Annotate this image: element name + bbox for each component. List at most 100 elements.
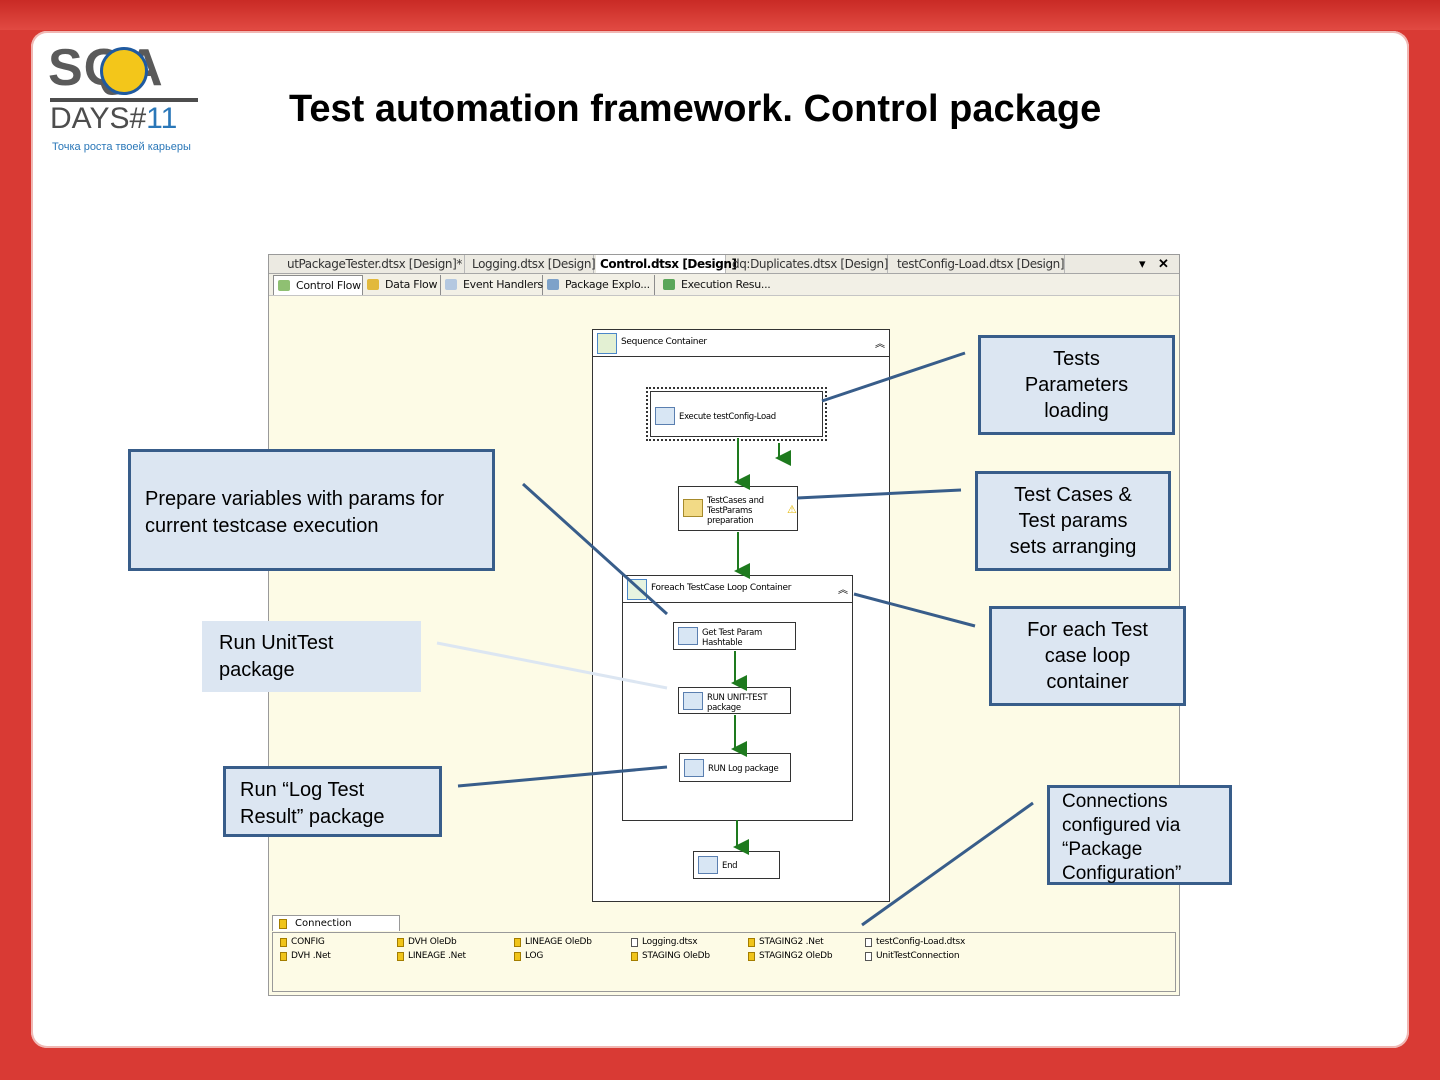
callout-for-each: For each Test case loop container [989,606,1186,706]
callout-run-log: Run “Log Test Result” package [223,766,442,837]
tab-event-handlers-label: Event Handlers [463,278,543,291]
callout-line: container [1046,671,1129,693]
connector-tests-params [821,351,966,403]
connection-dvh-net[interactable]: DVH .Net [279,951,331,961]
callout-test-cases-text: Test Cases & Test params sets arranging [1010,482,1137,560]
callout-line: Configuration” [1062,863,1182,884]
connection-staging2-net[interactable]: STAGING2 .Net [747,937,824,947]
tab-data-flow[interactable]: Data Flow [363,275,441,295]
sequence-container-icon [597,333,617,354]
tab-logging[interactable]: Logging.dtsx [Design] [468,255,596,273]
tab-testconfig-load[interactable]: testConfig-Load.dtsx [Design] [893,255,1065,273]
close-icon[interactable]: ✕ [1158,256,1169,271]
callout-line: package [219,659,295,681]
callout-run-unittest: Run UnitTest package [202,621,421,692]
connection-staging2-oledb[interactable]: STAGING2 OleDb [747,951,833,961]
tab-execution-results-label: Execution Resu... [681,278,771,291]
foreach-loop-container-header: Foreach TestCase Loop Container ︽ [623,576,852,603]
sequence-container-label: Sequence Container [621,337,707,347]
tab-package-explorer-label: Package Explo... [565,278,650,291]
callout-line: “Package [1062,839,1143,860]
control-flow-icon [278,280,290,291]
connector-connections [861,801,1034,927]
execute-package-icon [683,692,703,710]
tab-utpackagetester[interactable]: utPackageTester.dtsx [Design]* [283,255,465,273]
document-tab-strip: utPackageTester.dtsx [Design]* Logging.d… [269,255,1179,274]
callout-line: Run “Log Test [240,779,365,801]
task-run-log-label: RUN Log package [708,764,779,774]
callout-line: For each Test [1027,619,1148,641]
logo-number: 11 [146,102,178,135]
connector-test-cases [796,488,962,500]
task-testcases-preparation[interactable]: TestCases and TestParams preparation ⚠ [678,486,798,531]
connector-prepare-vars [521,482,669,616]
execute-package-icon [655,407,675,425]
task-end-label: End [722,861,738,871]
callout-line: Result” package [240,806,385,828]
callout-line: Tests [1053,348,1100,370]
logo-days: DAYS#11 [50,102,177,136]
tab-event-handlers[interactable]: Event Handlers [441,275,543,295]
connector-run-unittest [436,641,668,690]
callout-line: loading [1044,400,1109,422]
callout-for-each-text: For each Test case loop container [1027,617,1148,695]
package-explorer-icon [547,279,559,290]
callout-line: configured via [1062,815,1181,836]
task-testcases-preparation-label: TestCases and TestParams preparation [707,496,764,526]
sequence-container-header: Sequence Container ︽ [593,330,889,357]
script-task-icon [698,856,718,874]
logo-slogan: Точка роста твоей карьеры [52,141,191,153]
tab-execution-results[interactable]: Execution Resu... [659,275,771,295]
callout-test-cases: Test Cases & Test params sets arranging [975,471,1171,571]
execution-results-icon [663,279,675,290]
tab-control-flow[interactable]: Control Flow [273,275,363,295]
collapse-chevron-icon[interactable]: ︽ [875,339,885,350]
logo-days-text: DAYS# [50,102,147,135]
connection-lineage-net[interactable]: LINEAGE .Net [396,951,466,961]
data-flow-icon [367,279,379,290]
slide-frame-band [0,0,1440,30]
collapse-chevron-icon[interactable]: ︽ [838,585,848,596]
connection-config[interactable]: CONFIG [279,937,325,947]
connector-run-log [457,765,668,788]
task-get-test-param-label: Get Test Param Hashtable [702,628,763,648]
callout-line: Test Cases & [1014,484,1132,506]
callout-line: current testcase execution [145,515,379,537]
logo-divider [50,98,198,102]
task-run-unit-test-label: RUN UNIT-TEST package [707,693,768,713]
callout-tests-parameters: Tests Parameters loading [978,335,1175,435]
precedence-constraints [731,438,791,855]
warning-icon: ⚠ [787,504,797,516]
connector-for-each [853,592,976,628]
task-run-unit-test-package[interactable]: RUN UNIT-TEST package [678,687,791,714]
connection-logging-dtsx[interactable]: Logging.dtsx [630,937,698,947]
tab-data-flow-label: Data Flow [385,278,438,291]
connection-unittestconnection[interactable]: UnitTestConnection [864,951,960,961]
connection-testconfig-load[interactable]: testConfig-Load.dtsx [864,937,965,947]
tab-control[interactable]: Control.dtsx [Design] [596,255,737,273]
callout-line: Prepare variables with params for [145,488,445,510]
callout-line: case loop [1044,645,1131,667]
connection-dvh-oledb[interactable]: DVH OleDb [396,937,457,947]
execute-package-icon [684,759,704,777]
callout-connections: Connections configured via “Package Conf… [1047,785,1232,885]
callout-line: Connections [1062,791,1168,812]
script-task-icon [683,499,703,517]
control-flow-canvas[interactable]: Sequence Container ︽ Execute testConfig-… [269,296,1179,910]
connection-log[interactable]: LOG [513,951,543,961]
callout-line: Run UnitTest [219,632,334,654]
tab-dropdown-icon[interactable]: ▾ [1139,256,1146,271]
logo-globe-icon [100,47,148,95]
foreach-loop-container-label: Foreach TestCase Loop Container [651,583,792,593]
task-get-test-param-hashtable[interactable]: Get Test Param Hashtable [673,622,796,650]
script-task-icon [678,627,698,645]
designer-tab-strip: Control Flow Data Flow Event Handlers Pa… [269,274,1179,296]
task-execute-testconfig-load[interactable]: Execute testConfig-Load [646,387,827,441]
connection-managers-panel: CONFIG DVH .Net DVH OleDb LINEAGE .Net L… [272,932,1176,992]
event-handlers-icon [445,279,457,290]
tab-dq-duplicates[interactable]: dq:Duplicates.dtsx [Design] [728,255,888,273]
connection-lineage-oledb[interactable]: LINEAGE OleDb [513,937,592,947]
tab-package-explorer[interactable]: Package Explo... [543,275,655,295]
connection-staging-oledb[interactable]: STAGING OleDb [630,951,710,961]
